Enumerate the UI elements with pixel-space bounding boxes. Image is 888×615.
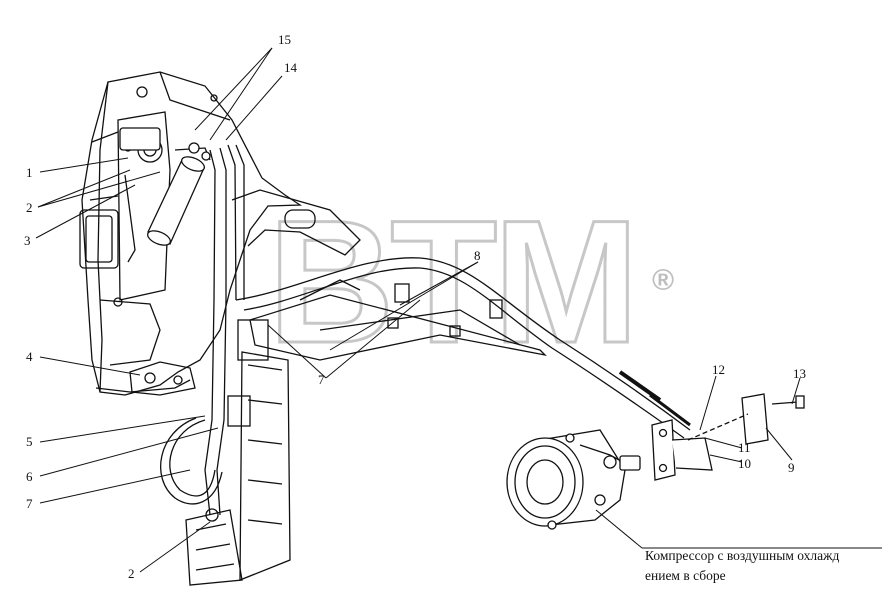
callout-4: 4: [26, 349, 33, 364]
caption-line-1: Компрессор с воздушным охлажд: [645, 548, 840, 563]
callout-2-bottom: 2: [128, 566, 135, 581]
callout-1: 1: [26, 165, 33, 180]
callout-15: 15: [278, 32, 291, 47]
lower-bracket-condenser: [129, 319, 291, 586]
watermark-text: BTM: [268, 185, 635, 380]
callout-7-center: 7: [318, 372, 325, 387]
caption-line-2: ением в сборе: [645, 568, 726, 583]
callout-2: 2: [26, 200, 33, 215]
callout-12: 12: [712, 362, 725, 377]
watermark-registered-mark: ®: [652, 264, 674, 297]
callout-9: 9: [788, 460, 795, 475]
callout-10: 10: [738, 456, 751, 471]
watermark: BTM ®: [267, 184, 675, 382]
callout-13: 13: [793, 366, 806, 381]
callout-11: 11: [738, 440, 751, 455]
callout-14: 14: [284, 60, 298, 75]
callout-5: 5: [26, 434, 33, 449]
callout-6: 6: [26, 469, 33, 484]
callout-numbers: 1 2 3 4 5 6 7 2 15 14 8 7 12 13 11 10 9: [24, 32, 806, 581]
callout-7-left: 7: [26, 496, 33, 511]
mount-bracket-plate-bolt: [651, 393, 805, 481]
refrigerant-lines: [160, 144, 691, 516]
leader-lines: [35, 47, 801, 573]
body-panel: [79, 71, 303, 396]
callout-8: 8: [474, 248, 481, 263]
compressor-caption: Компрессор с воздушным охлажд ением в сб…: [645, 546, 885, 586]
receiver-drier: [119, 127, 211, 246]
callout-3: 3: [24, 233, 31, 248]
compressor-assembly: [506, 429, 641, 530]
